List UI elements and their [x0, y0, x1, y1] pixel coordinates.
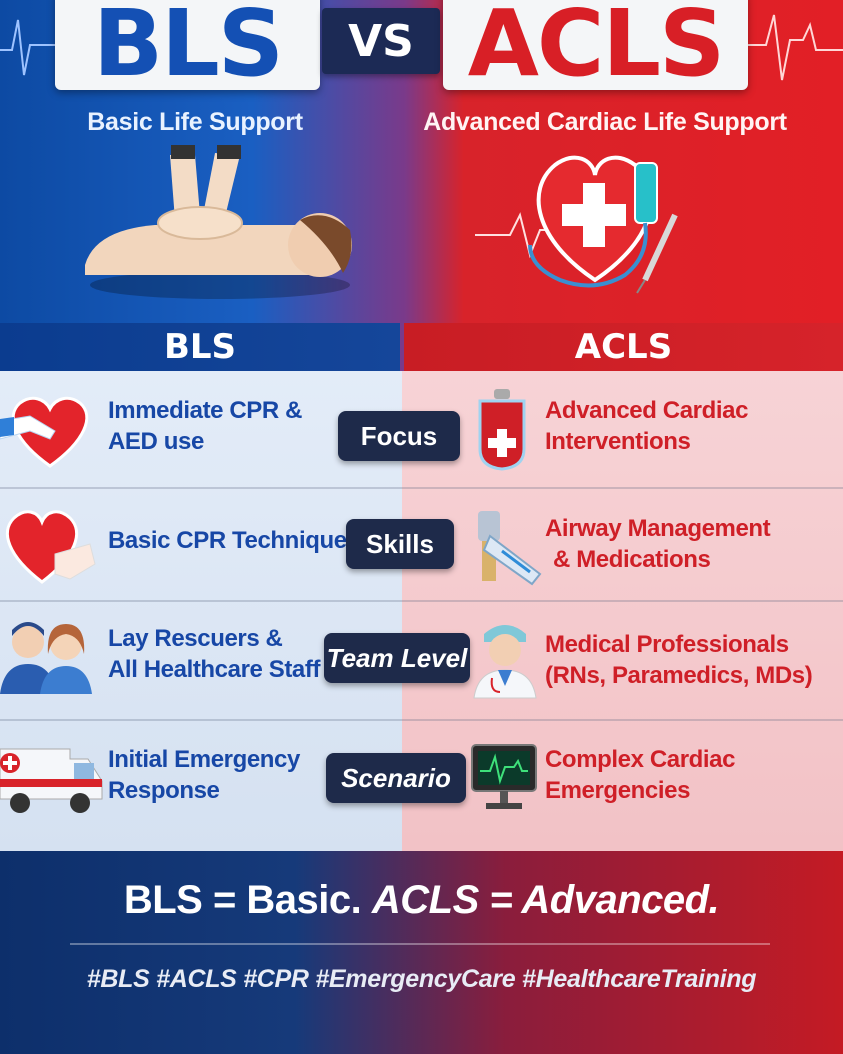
acls-focus-line2: Interventions [545, 428, 691, 455]
bls-subtitle: Basic Life Support [87, 108, 303, 136]
acls-focus-text: Advanced Cardiac Interventions [545, 395, 748, 457]
row-divider [0, 487, 843, 489]
vs-text: VS [348, 15, 414, 67]
acls-skills-line2: & Medications [553, 546, 711, 573]
acls-focus-line1: Advanced Cardiac [545, 397, 749, 424]
heart-medical-illustration-icon [475, 155, 678, 294]
doctor-icon [473, 625, 537, 699]
footer-banner [0, 851, 843, 1054]
row-divider [0, 719, 843, 721]
iv-bag-icon [478, 389, 526, 471]
acls-subtitle: Advanced Cardiac Life Support [423, 108, 787, 136]
bls-team-text: Lay Rescuers & All Healthcare Staff [108, 623, 320, 685]
vs-badge: VS [322, 8, 440, 74]
bls-focus-text: Immediate CPR & AED use [108, 395, 302, 457]
row-divider [0, 600, 843, 602]
category-skills: Skills [346, 519, 454, 569]
footer-summary: BLS = Basic. ACLS = Advanced. [0, 878, 843, 923]
category-focus: Focus [338, 411, 460, 461]
bls-scenario-line1: Initial Emergency [108, 746, 300, 773]
ecg-monitor-icon [471, 744, 537, 809]
footer-divider [70, 943, 770, 945]
bls-focus-line2: AED use [108, 428, 204, 455]
bls-skills-text: Basic CPR Techniques [108, 525, 360, 556]
category-scenario: Scenario [326, 753, 466, 803]
ecg-line-right-icon [748, 14, 843, 81]
acls-title-box: ACLS [443, 0, 748, 90]
acls-title: ACLS [467, 0, 726, 97]
bls-title-box: BLS [55, 0, 320, 90]
bls-column-header: BLS [0, 323, 400, 371]
acls-column-header: ACLS [404, 323, 843, 371]
bls-skills-line1: Basic CPR Techniques [108, 527, 360, 554]
acls-team-text: Medical Professionals (RNs, Paramedics, … [545, 629, 813, 691]
bls-team-line2: All Healthcare Staff [108, 656, 321, 683]
bls-scenario-text: Initial Emergency Response [108, 744, 300, 806]
laryngoscope-icon [478, 511, 542, 586]
hashtags: #BLS #ACLS #CPR #EmergencyCare #Healthca… [86, 965, 757, 993]
category-team-level: Team Level [324, 633, 470, 683]
acls-team-line2: (RNs, Paramedics, MDs) [545, 662, 813, 689]
rescuers-icon [0, 622, 92, 694]
acls-scenario-text: Complex Cardiac Emergencies [545, 744, 735, 806]
heart-hand-icon [5, 510, 96, 584]
heart-hands-icon [0, 396, 89, 468]
bls-title: BLS [92, 0, 284, 97]
ambulance-icon [0, 748, 103, 813]
footer-summary-acls: ACLS = Advanced. [371, 878, 720, 922]
acls-scenario-line1: Complex Cardiac [545, 746, 736, 773]
cpr-illustration-icon [85, 145, 352, 299]
acls-skills-line1: Airway Management [545, 515, 771, 542]
acls-scenario-line2: Emergencies [545, 777, 691, 804]
bls-scenario-line2: Response [108, 777, 220, 804]
bls-focus-line1: Immediate CPR & [108, 397, 303, 424]
acls-skills-text: Airway Management & Medications [545, 513, 771, 575]
bls-team-line1: Lay Rescuers & [108, 625, 283, 652]
comparison-table: Immediate CPR & AED use Focus Advanced C… [0, 371, 843, 851]
footer-summary-bls: BLS = Basic. [123, 878, 372, 922]
ecg-line-left-icon [0, 19, 60, 76]
acls-team-line1: Medical Professionals [545, 631, 789, 658]
